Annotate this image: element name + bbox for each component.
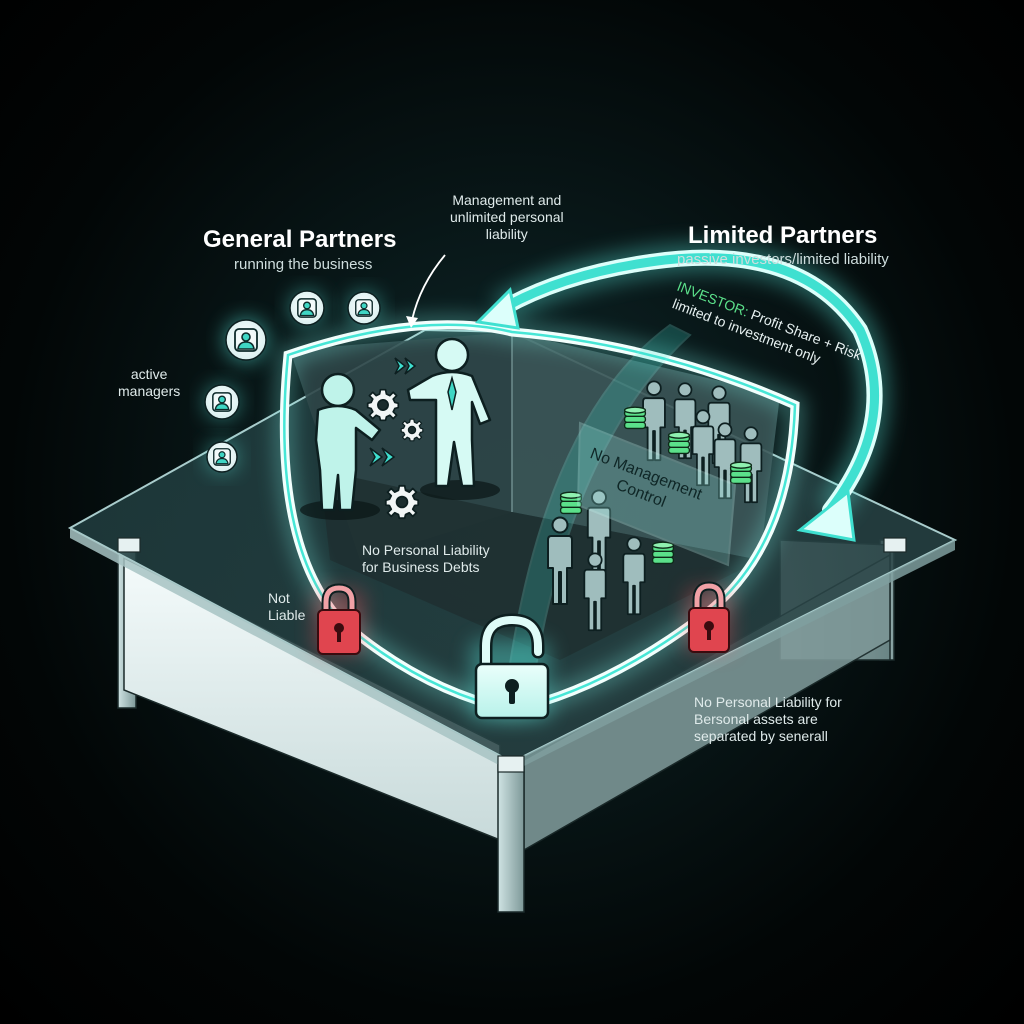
table-leg-front <box>497 759 525 913</box>
limited-partners-subtitle: passive investors/limited liability <box>677 251 889 268</box>
chevron-double-right-icon <box>394 357 417 375</box>
user-badge <box>204 384 240 420</box>
gear-icon <box>400 418 424 442</box>
general-partner-figures <box>300 337 500 520</box>
padlock-closed-icon <box>314 583 364 655</box>
no-management-control-barrier <box>576 421 737 567</box>
pointer-arrow <box>411 254 446 321</box>
user-badge <box>224 318 268 362</box>
coin-stack-icon <box>729 461 753 485</box>
user-badge <box>206 441 238 473</box>
limited-partners-title: Limited Partners <box>688 222 878 249</box>
coin-stack-icon <box>667 431 691 455</box>
padlock-closed-icon <box>686 581 732 653</box>
user-badge <box>347 291 381 325</box>
user-badge <box>289 290 325 326</box>
padlock-open-icon <box>470 613 550 720</box>
general-partners-subtitle: running the business <box>234 256 373 273</box>
limited-partner-figures <box>546 380 763 632</box>
general-partner-person-left <box>314 372 382 512</box>
coin-stack-icon <box>623 406 647 430</box>
active-managers-label: active managers <box>118 366 181 399</box>
no-liability-personal-assets: No Personal Liability for Bersonal asset… <box>694 694 842 744</box>
management-liability-note: Management and unlimited personal liabil… <box>450 192 564 242</box>
general-partners-title: General Partners <box>203 226 397 253</box>
general-partner-badges <box>204 290 381 473</box>
chevron-double-right-icon <box>369 447 396 467</box>
coin-stack-icon <box>651 541 675 565</box>
general-partner-person-right <box>406 337 492 488</box>
no-liability-business-debts: No Personal Liability for Business Debts <box>362 542 490 575</box>
gear-icon <box>366 388 400 422</box>
curved-arrow-icon <box>474 242 890 542</box>
gear-icon <box>384 484 420 520</box>
not-liable-label: Not Liable <box>268 590 306 623</box>
